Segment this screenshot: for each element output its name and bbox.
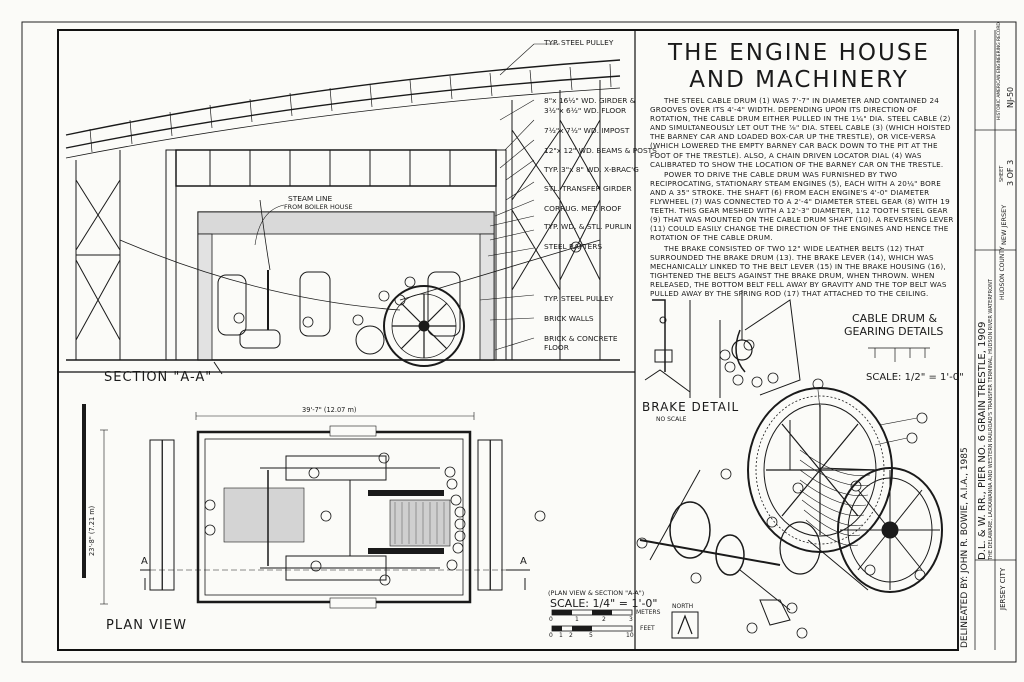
main-title-line-1: THE ENGINE HOUSE xyxy=(668,40,930,66)
cable-drum-drawing xyxy=(636,347,943,639)
meters-tick-1: 1 xyxy=(575,616,579,623)
callout-impost: 7½"x 7½" WD. IMPOST xyxy=(544,126,630,135)
feet-tick-0: 0 xyxy=(549,632,553,639)
cable-drum-scale: SCALE: 1/2" = 1'-0" xyxy=(866,372,964,383)
feet-tick-5: 5 xyxy=(589,632,593,639)
state-label: NEW JERSEY xyxy=(1000,204,1008,245)
plan-view-drawing xyxy=(82,404,699,639)
callout-x-bracing: TYP. 3"x 8" WD. X-BRAC'G xyxy=(544,165,639,174)
paragraph-power: Power to drive the cable drum was furnis… xyxy=(650,169,954,243)
gearing-details-title: GEARING DETAILS xyxy=(844,325,944,338)
feet-tick-2: 2 xyxy=(569,632,573,639)
north-label: NORTH xyxy=(672,603,694,610)
section-aa-drawing xyxy=(65,43,621,375)
project-title: D.L. & W. RR., PIER NO. 6 GRAIN TRESTLE,… xyxy=(977,321,988,561)
plan-height-dim: 23'-8" (7.21 m) xyxy=(88,505,96,556)
callout-roof: CORRUG. MET. ROOF xyxy=(544,204,622,213)
callout-beams-posts: 12"x 12" WD. BEAMS & POSTS xyxy=(544,146,657,155)
plan-view-title: PLAN VIEW xyxy=(106,618,187,633)
section-marker-left: A xyxy=(141,556,148,567)
county-label: HUDSON COUNTY xyxy=(999,246,1006,300)
callout-floor: 3½"x 6½" WD. FLOOR xyxy=(544,106,627,115)
delineated-by: DELINEATED BY: JOHN R. BOWIE, A.I.A., 19… xyxy=(960,447,970,648)
meters-tick-0: 0 xyxy=(549,616,553,623)
callout-transfer-girder: STL. TRANSFER GIRDER xyxy=(544,184,632,193)
feet-unit: FEET xyxy=(640,625,655,632)
callout-floor-label: FLOOR xyxy=(544,343,569,352)
steam-line-label: STEAM LINE xyxy=(288,194,333,203)
callout-steel-pulley-top: TYP. STEEL PULLEY xyxy=(544,38,614,47)
main-title-line-2: AND MACHINERY xyxy=(689,67,909,93)
feet-tick-10: 10 xyxy=(626,632,634,639)
scale-caption: (PLAN VIEW & SECTION "A-A") xyxy=(548,589,645,597)
feet-tick-1: 1 xyxy=(559,632,563,639)
section-aa-title: SECTION "A-A" xyxy=(104,370,213,385)
callout-purlin: TYP. WD. & STL. PURLIN xyxy=(544,222,632,231)
steam-line-sub: FROM BOILER HOUSE xyxy=(284,203,353,211)
brake-no-scale: NO SCALE xyxy=(656,416,687,423)
main-title: THE ENGINE HOUSE AND MACHINERY xyxy=(640,40,958,94)
section-marker-right: A xyxy=(520,556,527,567)
sheet-label: SHEET xyxy=(999,165,1005,182)
survey-number: NJ-50 xyxy=(1006,86,1015,108)
callout-rafters: STEEL RAFTERS xyxy=(544,242,603,251)
paragraph-brake: The brake consisted of two 12" wide leat… xyxy=(650,243,947,298)
brake-detail-title: BRAKE DETAIL xyxy=(642,400,740,414)
project-subtitle: THE DELAWARE, LACKAWANNA AND WESTERN RAI… xyxy=(988,279,994,560)
survey-name: HISTORIC AMERICAN ENGINEERING RECORD xyxy=(997,22,1002,120)
meters-tick-2: 2 xyxy=(602,616,606,623)
scale-value: SCALE: 1/4" = 1'-0" xyxy=(550,597,658,610)
sheet-number: 3 OF 3 xyxy=(1006,159,1015,186)
city-label: JERSEY CITY xyxy=(999,567,1007,610)
title-strip-lines xyxy=(957,30,1016,650)
meters-tick-3: 3 xyxy=(629,616,633,623)
callout-brick-walls: BRICK WALLS xyxy=(544,314,594,323)
description-text: The steel cable drum (1) was 7'-7" in di… xyxy=(650,96,958,299)
cable-drum-title: CABLE DRUM & xyxy=(852,312,938,325)
brake-detail-drawing xyxy=(644,290,801,398)
outer-border xyxy=(21,21,1017,663)
callout-steel-pulley-bottom: TYP. STEEL PULLEY xyxy=(544,294,614,303)
meters-unit: METERS xyxy=(636,609,661,616)
callout-girder: 8"x 16½" WD. GIRDER & xyxy=(544,96,636,105)
plan-width-dim: 39'-7" (12.07 m) xyxy=(302,406,357,414)
callout-brick-concrete: BRICK & CONCRETE xyxy=(544,334,618,343)
paragraph-cable-drum: The steel cable drum (1) was 7'-7" in di… xyxy=(650,96,951,169)
